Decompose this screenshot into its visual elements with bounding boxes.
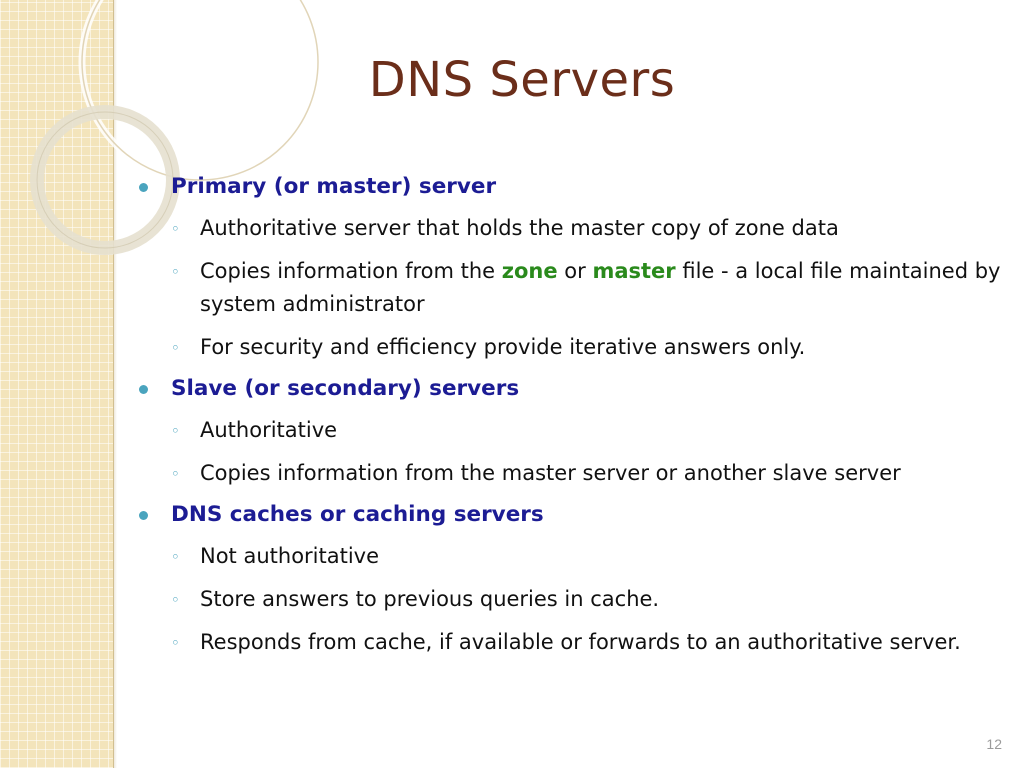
- sub-bullet-text: file - a local file maintained by system…: [200, 259, 1001, 316]
- slide-body: Primary (or master) server ◦ Authoritati…: [135, 172, 1005, 669]
- sub-bullet-text: Responds from cache, if available or for…: [200, 630, 961, 654]
- bullet-slave-servers: Slave (or secondary) servers: [135, 374, 1005, 404]
- bullet-dot-icon: [139, 183, 148, 192]
- sub-bullet: ◦ Not authoritative: [135, 540, 1005, 573]
- sub-bullet: ◦ Authoritative server that holds the ma…: [135, 212, 1005, 245]
- sub-bullet: ◦ For security and efficiency provide it…: [135, 331, 1005, 364]
- slide-title-text: DNS Servers: [368, 52, 676, 108]
- sub-bullet-ring-icon: ◦: [171, 634, 180, 652]
- page-number: 12: [986, 736, 1002, 752]
- bullet-dot-icon: [139, 511, 148, 520]
- sub-bullet: ◦ Copies information from the zone or ma…: [135, 255, 1005, 321]
- sub-bullet-ring-icon: ◦: [171, 422, 180, 440]
- sub-bullet-ring-icon: ◦: [171, 548, 180, 566]
- sub-bullet-text: Authoritative server that holds the mast…: [200, 216, 839, 240]
- sub-bullet-ring-icon: ◦: [171, 591, 180, 609]
- sub-bullet: ◦ Responds from cache, if available or f…: [135, 626, 1005, 659]
- ring-large-outline: [81, 0, 319, 181]
- slide-title: DNS Servers: [0, 52, 1024, 108]
- sub-bullet-ring-icon: ◦: [171, 220, 180, 238]
- sub-bullet: ◦ Authoritative: [135, 414, 1005, 447]
- bullet-text: DNS caches or caching servers: [171, 502, 544, 527]
- sub-bullet-text: or: [557, 259, 593, 283]
- bullet-primary-server: Primary (or master) server: [135, 172, 1005, 202]
- highlight-master: master: [592, 259, 676, 283]
- sub-bullet-ring-icon: ◦: [171, 465, 180, 483]
- sub-bullet-text: Copies information from the master serve…: [200, 461, 901, 485]
- bullet-text: Slave (or secondary) servers: [171, 376, 520, 401]
- sub-bullet-text: Store answers to previous queries in cac…: [200, 587, 660, 611]
- bullet-dot-icon: [139, 385, 148, 394]
- sub-bullet-text: For security and efficiency provide iter…: [200, 335, 806, 359]
- sub-bullet: ◦ Store answers to previous queries in c…: [135, 583, 1005, 616]
- ring-small-outline: [36, 111, 174, 249]
- sub-bullet: ◦ Copies information from the master ser…: [135, 457, 1005, 490]
- side-band-shadow: [113, 0, 117, 768]
- sub-bullet-text: Authoritative: [200, 418, 338, 442]
- sub-bullet-text: Not authoritative: [200, 544, 380, 568]
- bullet-caching-servers: DNS caches or caching servers: [135, 500, 1005, 530]
- decorative-rings: [30, 0, 322, 255]
- sub-bullet-text: Copies information from the: [200, 259, 502, 283]
- sub-bullet-ring-icon: ◦: [171, 263, 180, 281]
- highlight-zone: zone: [501, 259, 558, 283]
- bullet-text: Primary (or master) server: [171, 174, 497, 199]
- sub-bullet-ring-icon: ◦: [171, 339, 180, 357]
